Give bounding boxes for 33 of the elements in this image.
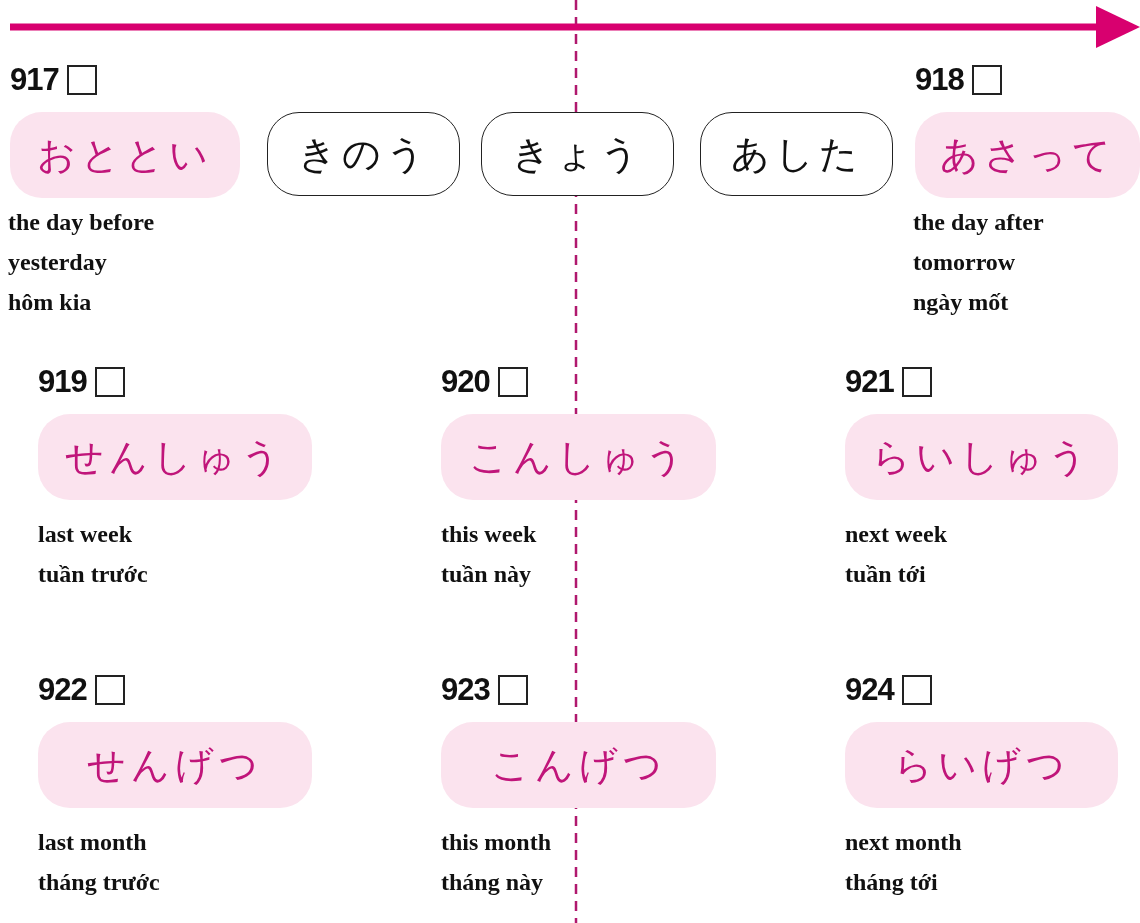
translation-text: tuần trước [38, 560, 149, 589]
word-pill: きょう [481, 112, 674, 196]
translation-text: tuần này [441, 560, 533, 589]
translation-text: next week [845, 520, 948, 549]
item-number: 922 [38, 672, 87, 708]
item-number: 923 [441, 672, 490, 708]
translation-text: next month [845, 828, 963, 857]
word-pill: こんしゅう [441, 414, 716, 500]
translation-text: last week [38, 520, 133, 549]
word-pill: らいしゅう [845, 414, 1118, 500]
translation-text: last month [38, 828, 148, 857]
word-pill: せんしゅう [38, 414, 312, 500]
translation-text: this week [441, 520, 538, 549]
translation-text: hôm kia [8, 288, 93, 317]
word-pill: せんげつ [38, 722, 312, 808]
word-pill: あした [700, 112, 893, 196]
translation-text: tháng trước [38, 868, 161, 897]
item-number: 921 [845, 364, 894, 400]
translation-text: ngày mốt [913, 288, 1010, 317]
word-pill: あさって [915, 112, 1140, 198]
item-number: 924 [845, 672, 894, 708]
translation-text: this month [441, 828, 553, 857]
item-number: 918 [915, 62, 964, 98]
word-pill: きのう [267, 112, 460, 196]
translation-text: tuần tới [845, 560, 927, 589]
translation-text: tháng này [441, 868, 545, 897]
word-pill: らいげつ [845, 722, 1118, 808]
item-number: 920 [441, 364, 490, 400]
item-number: 917 [10, 62, 59, 98]
word-pill: こんげつ [441, 722, 716, 808]
item-number: 919 [38, 364, 87, 400]
word-pill: おととい [10, 112, 240, 198]
translation-text: tháng tới [845, 868, 939, 897]
